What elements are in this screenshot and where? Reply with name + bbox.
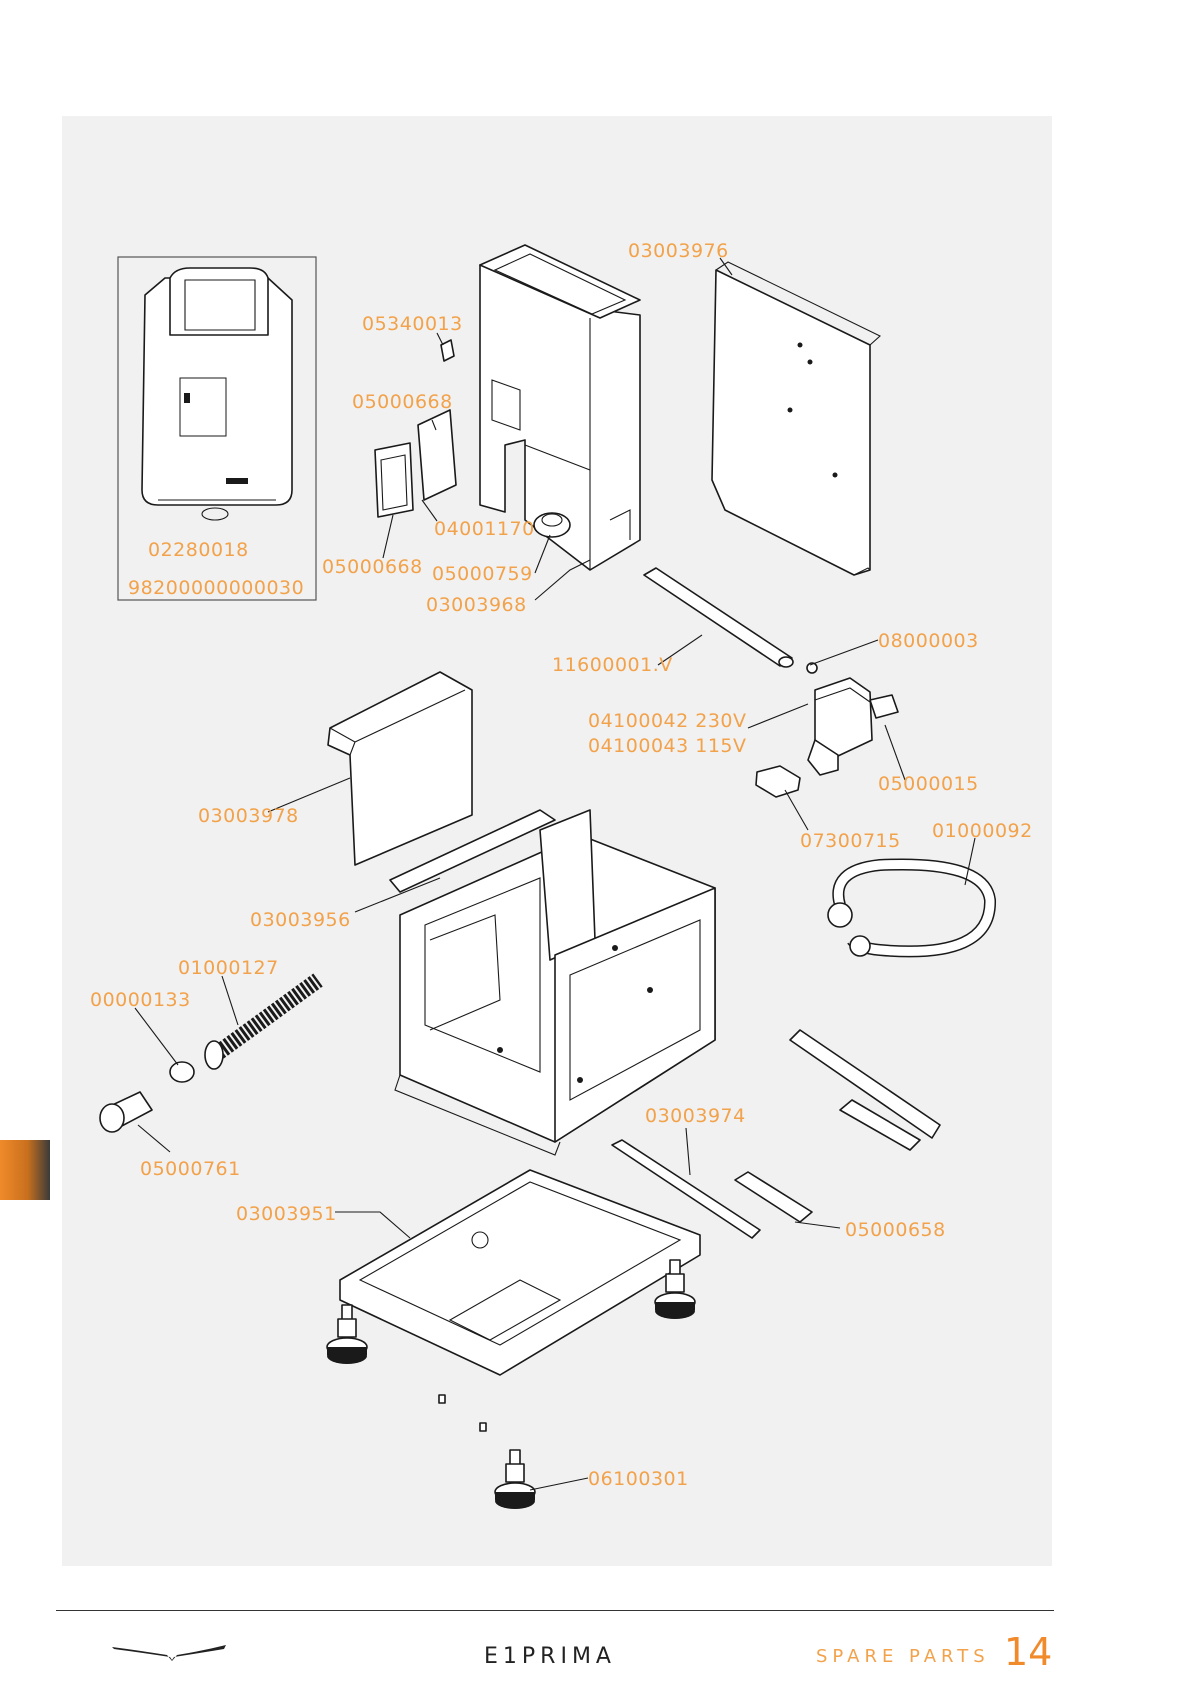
label-05000015: 05000015 — [878, 773, 979, 795]
label-98200000000030: 98200000000030 — [128, 577, 304, 599]
section-title: SPARE PARTS — [816, 1646, 990, 1667]
label-04001170: 04001170 — [434, 518, 535, 540]
hose-01000092 — [828, 864, 990, 956]
base-tray-03003951 — [340, 1170, 700, 1375]
label-06100301: 06100301 — [588, 1468, 689, 1490]
side-panel-03003978 — [328, 672, 472, 865]
label-01000127: 01000127 — [178, 957, 279, 979]
main-frame — [390, 810, 715, 1155]
label-01000092: 01000092 — [932, 820, 1033, 842]
label-05340013: 05340013 — [362, 313, 463, 335]
model-name: E1PRIMA — [484, 1644, 616, 1669]
label-03003974: 03003974 — [645, 1105, 746, 1127]
tube-11600001 — [644, 568, 793, 667]
rear-panel-03003976 — [712, 262, 880, 575]
label-04100042: 04100042 230V — [588, 710, 747, 732]
drain-hose-01000127 — [170, 980, 318, 1082]
label-03003976: 03003976 — [628, 240, 729, 262]
page-number: 14 — [1004, 1630, 1052, 1674]
label-05000759: 05000759 — [432, 563, 533, 585]
label-03003978: 03003978 — [198, 805, 299, 827]
solenoid-valve — [756, 663, 898, 797]
label-03003951: 03003951 — [236, 1203, 337, 1225]
label-00000133: 00000133 — [90, 989, 191, 1011]
label-11600001: 11600001.V — [552, 654, 673, 676]
section-tab — [0, 1140, 50, 1200]
footer-divider — [56, 1610, 1054, 1611]
label-03003956: 03003956 — [250, 909, 351, 931]
label-03003968: 03003968 — [426, 594, 527, 616]
fitting-05000761 — [100, 1092, 152, 1132]
label-02280018: 02280018 — [148, 539, 249, 561]
label-05000668-bottom: 05000668 — [322, 556, 423, 578]
label-04100043: 04100043 115V — [588, 735, 747, 757]
label-08000003: 08000003 — [878, 630, 979, 652]
brand-logo — [112, 1641, 232, 1661]
label-07300715: 07300715 — [800, 830, 901, 852]
label-05000658: 05000658 — [845, 1219, 946, 1241]
label-05000668-top: 05000668 — [352, 391, 453, 413]
label-05000761: 05000761 — [140, 1158, 241, 1180]
